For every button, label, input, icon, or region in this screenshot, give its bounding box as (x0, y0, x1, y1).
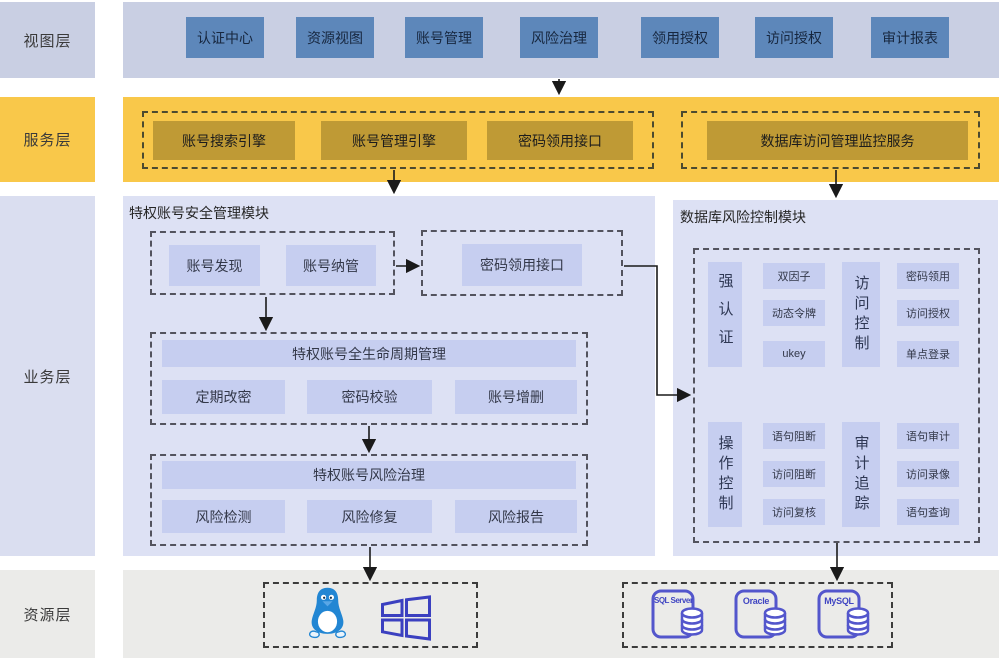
service-layer-band: 账号搜索引擎 账号管理引擎 密码领用接口 数据库访问管理监控服务 (123, 97, 999, 182)
node-two-factor: 双因子 (763, 263, 825, 289)
node-password-api: 密码领用接口 (462, 244, 582, 286)
node-access-review: 访问复核 (763, 499, 825, 525)
password-api-group (421, 230, 623, 296)
node-stmt-block: 语句阻断 (763, 423, 825, 449)
layer-label-service: 服务层 (0, 97, 95, 182)
node-risk-report: 风险报告 (455, 500, 577, 533)
sqlserver-db-icon: SQL Server (651, 589, 705, 641)
mysql-label: MySQL (824, 596, 854, 606)
layer-label-resource-text: 资源层 (23, 606, 72, 624)
db-control-group (693, 248, 980, 543)
pam-module-panel: 特权账号安全管理模块 账号发现 账号纳管 密码领用接口 特权账号全生命周期管理 … (123, 196, 655, 556)
node-risk-detect: 风险检测 (162, 500, 285, 533)
lifecycle-group (150, 332, 588, 425)
layer-label-business-text: 业务层 (23, 368, 72, 386)
view-item-risk-gov: 风险治理 (520, 17, 598, 58)
service-monitor-group (681, 111, 980, 169)
service-engine-group (142, 111, 654, 169)
node-password-verify: 密码校验 (307, 380, 432, 414)
node-stmt-audit: 语句审计 (897, 423, 959, 449)
db-module-panel: 数据库风险控制模块 强认证 双因子 动态令牌 ukey 访问控制 密码领用 访问… (673, 200, 998, 556)
view-item-access-auth: 访问授权 (755, 17, 833, 58)
node-password-claim: 密码领用 (897, 263, 959, 289)
risk-group (150, 454, 588, 546)
node-account-onboard: 账号纳管 (286, 245, 376, 286)
operation-vertical-label: 操作控制 (708, 422, 742, 527)
node-account-addrm: 账号增删 (455, 380, 577, 414)
lifecycle-header: 特权账号全生命周期管理 (162, 340, 576, 367)
audit-vertical-label: 审计追踪 (842, 422, 880, 527)
layer-label-business: 业务层 (0, 196, 95, 556)
service-search-engine: 账号搜索引擎 (153, 121, 295, 160)
db-module-title: 数据库风险控制模块 (680, 209, 806, 225)
node-ukey: ukey (763, 341, 825, 367)
oracle-db-icon: Oracle (734, 589, 788, 641)
os-group (263, 582, 478, 648)
view-item-audit-report: 审计报表 (871, 17, 949, 58)
service-mgmt-engine: 账号管理引擎 (321, 121, 467, 160)
node-stmt-query: 语句查询 (897, 499, 959, 525)
view-item-claim-auth: 领用授权 (641, 17, 719, 58)
layer-label-service-text: 服务层 (23, 132, 72, 149)
service-password-api: 密码领用接口 (487, 121, 633, 160)
layer-label-view: 视图层 (0, 2, 95, 78)
pam-module-title: 特权账号安全管理模块 (129, 205, 269, 221)
windows-logo-icon (379, 595, 433, 646)
linux-tux-icon (305, 586, 350, 644)
access-vertical-label: 访问控制 (842, 262, 880, 367)
view-layer-band: 认证中心 资源视图 账号管理 风险治理 领用授权 访问授权 审计报表 (123, 2, 999, 78)
layer-label-resource: 资源层 (0, 570, 95, 658)
node-account-discovery: 账号发现 (169, 245, 260, 286)
node-access-grant: 访问授权 (897, 300, 959, 326)
view-item-auth-center: 认证中心 (186, 17, 264, 58)
mysql-db-icon: MySQL (817, 589, 871, 641)
database-group (622, 582, 893, 648)
risk-header: 特权账号风险治理 (162, 461, 576, 489)
node-risk-repair: 风险修复 (307, 500, 432, 533)
view-item-resource-view: 资源视图 (296, 17, 374, 58)
view-item-account-mgmt: 账号管理 (405, 17, 483, 58)
auth-vertical-label: 强认证 (708, 262, 742, 367)
resource-layer-band: SQL Server Oracle MySQL (123, 570, 999, 658)
node-sso: 单点登录 (897, 341, 959, 367)
node-access-block: 访问阻断 (763, 461, 825, 487)
oracle-label: Oracle (742, 596, 770, 606)
service-db-monitor: 数据库访问管理监控服务 (707, 121, 968, 160)
node-access-video: 访问录像 (897, 461, 959, 487)
node-periodic-rotate: 定期改密 (162, 380, 285, 414)
node-dynamic-token: 动态令牌 (763, 300, 825, 326)
sqlserver-label: SQL Server (654, 596, 693, 605)
layer-label-view-text: 视图层 (23, 32, 72, 50)
discovery-group (150, 231, 395, 295)
